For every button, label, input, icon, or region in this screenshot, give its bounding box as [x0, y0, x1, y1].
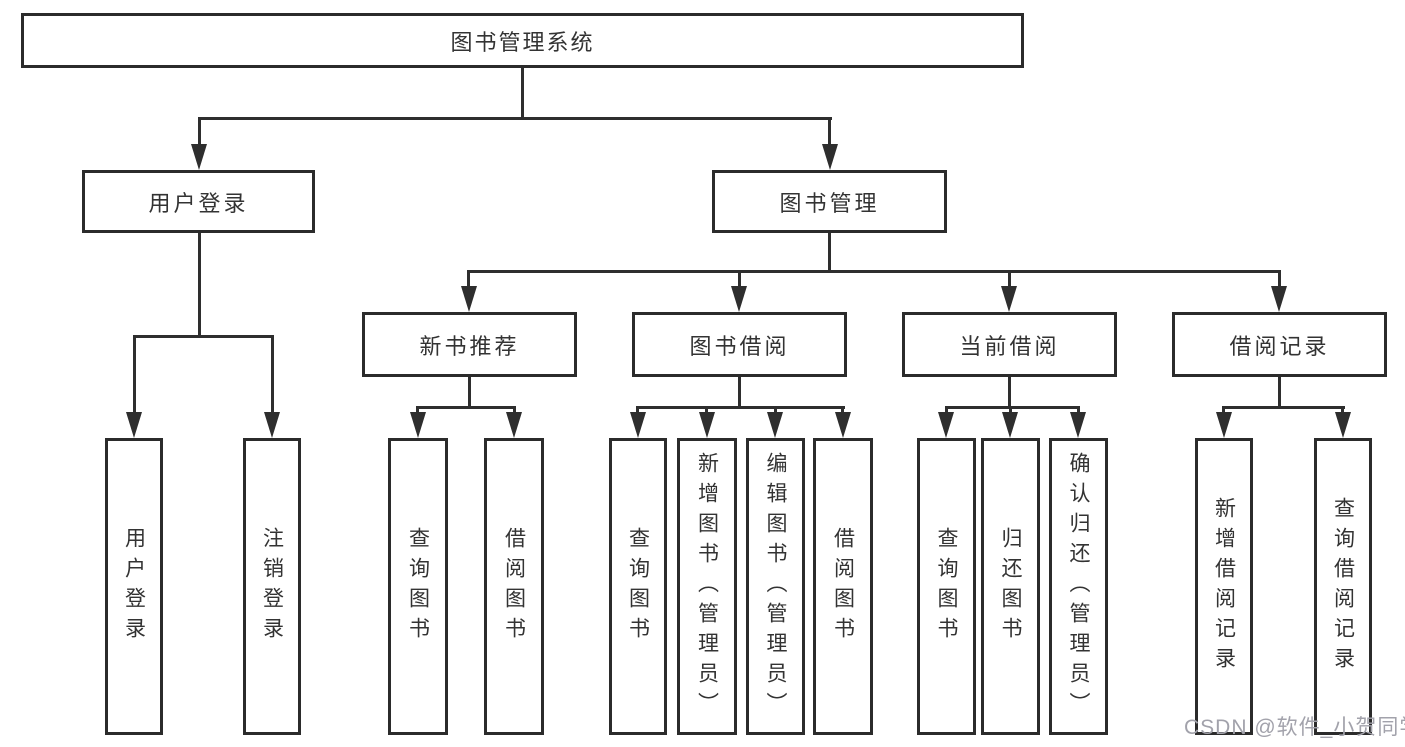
arrowhead-down	[461, 286, 477, 312]
arrowhead-down	[1335, 412, 1351, 438]
edge-line	[828, 117, 831, 147]
edge-line	[774, 406, 777, 416]
arrowhead-down	[1271, 286, 1287, 312]
node-book-management: 图书管理	[712, 170, 947, 233]
edge-line	[1222, 406, 1225, 416]
leaf-edit-book-admin: 编辑图书（管理员）	[746, 438, 805, 735]
edge-line	[467, 270, 470, 290]
node-system-root: 图书管理系统	[21, 13, 1024, 68]
leaf-add-book-admin: 新增图书（管理员）	[677, 438, 737, 735]
arrowhead-down	[835, 412, 851, 438]
edge-line	[198, 233, 201, 335]
node-borrowing-records: 借阅记录	[1172, 312, 1387, 377]
edge-line	[468, 270, 1281, 273]
edge-line	[1009, 406, 1012, 416]
arrowhead-down	[767, 412, 783, 438]
edge-line	[636, 406, 639, 416]
leaf-borrow-books-recommend: 借阅图书	[484, 438, 544, 735]
leaf-logout: 注销登录	[243, 438, 301, 735]
arrowhead-down	[630, 412, 646, 438]
edge-line	[198, 117, 201, 147]
edge-line	[738, 270, 741, 290]
node-user-login: 用户登录	[82, 170, 315, 233]
leaf-confirm-return-admin: 确认归还（管理员）	[1049, 438, 1108, 735]
leaf-query-books-current: 查询图书	[917, 438, 976, 735]
arrowhead-down	[410, 412, 426, 438]
edge-line	[1077, 406, 1080, 416]
leaf-query-borrow-record: 查询借阅记录	[1314, 438, 1372, 735]
edge-line	[271, 335, 274, 416]
leaf-query-books-recommend: 查询图书	[388, 438, 448, 735]
arrowhead-down	[191, 144, 207, 170]
edge-line	[738, 377, 741, 406]
edge-line	[828, 233, 831, 270]
arrowhead-down	[731, 286, 747, 312]
leaf-borrow-books: 借阅图书	[813, 438, 873, 735]
edge-line	[468, 377, 471, 406]
edge-line	[637, 406, 845, 409]
edge-line	[133, 335, 274, 338]
arrowhead-down	[699, 412, 715, 438]
edge-line	[416, 406, 419, 416]
watermark: CSDN @软件_小贺同学	[1184, 716, 1405, 739]
leaf-return-book: 归还图书	[981, 438, 1040, 735]
edge-line	[945, 406, 1080, 409]
edge-line	[945, 406, 948, 416]
edge-line	[1278, 270, 1281, 290]
arrowhead-down	[126, 412, 142, 438]
arrowhead-down	[1216, 412, 1232, 438]
arrowhead-down	[506, 412, 522, 438]
edge-line	[513, 406, 516, 416]
leaf-add-borrow-record: 新增借阅记录	[1195, 438, 1253, 735]
edge-line	[1008, 270, 1011, 290]
arrowhead-down	[1070, 412, 1086, 438]
arrowhead-down	[1001, 286, 1017, 312]
edge-line	[521, 68, 524, 117]
edge-line	[705, 406, 708, 416]
arrowhead-down	[822, 144, 838, 170]
leaf-query-books-borrowing: 查询图书	[609, 438, 667, 735]
edge-line	[1278, 377, 1281, 406]
edge-line	[1341, 406, 1344, 416]
edge-line	[198, 117, 832, 120]
node-current-borrowing: 当前借阅	[902, 312, 1117, 377]
arrowhead-down	[264, 412, 280, 438]
edge-line	[841, 406, 844, 416]
node-book-borrowing: 图书借阅	[632, 312, 847, 377]
node-new-book-recommendation: 新书推荐	[362, 312, 577, 377]
leaf-user-login: 用户登录	[105, 438, 163, 735]
edge-line	[1223, 406, 1345, 409]
arrowhead-down	[938, 412, 954, 438]
arrowhead-down	[1002, 412, 1018, 438]
edge-line	[417, 406, 516, 409]
edge-line	[1008, 377, 1011, 406]
edge-line	[133, 335, 136, 416]
